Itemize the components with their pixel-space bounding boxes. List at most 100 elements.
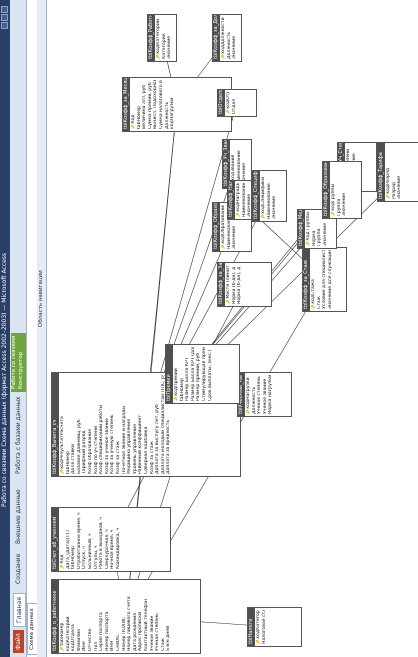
table-box[interactable]: tblНалогикодКатегорииНалоговая ставка, % [247,607,302,647]
table-box[interactable]: tblКоэфф_НаградыкодНаградыНаименованиеЗн… [227,180,252,220]
table-title[interactable]: tblКоэфф_за_Должн [213,15,220,61]
table-title[interactable]: tblКоэфф_за_Стаж [303,248,310,311]
table-field[interactable]: кодДолжности [221,17,227,59]
context-group-label: Работа со связями [11,335,17,389]
field-list: tabНомеркодКатегориикодОтделаФамилияИмяО… [59,580,173,653]
navigation-pane-label: Область навигации [38,270,44,327]
tab-create[interactable]: Создание [15,553,22,584]
table-field[interactable]: Значение [342,192,348,216]
table-title[interactable]: tblКоэфф_Медицины [298,210,305,248]
table-field[interactable]: Значение [167,35,173,59]
table-field[interactable]: Командировка, ч [115,527,121,569]
table-field[interactable]: Ученая степень [257,376,263,414]
table-field[interactable]: Код Группы [306,212,312,246]
table-field[interactable]: Величина З/П, руб [142,84,148,129]
table-box[interactable]: tblОтделыкодОтделаОтдел [217,89,257,117]
table-box[interactable]: tblКоэфф_за_МесяцКодtabНомерВеличина З/П… [122,77,232,132]
close-icon[interactable] [1,6,8,13]
minimize-icon[interactable] [1,22,8,29]
table-title[interactable]: tblКоэфф_о_работнике [52,580,59,653]
table-title[interactable]: tblКоэфф_за_Месяц [123,78,130,131]
table-title[interactable]: tblКоэфф_Образования [213,203,220,251]
table-field[interactable]: Работа в выходной, ч [99,517,105,569]
table-field[interactable]: кодКатегории [256,610,262,644]
table-box[interactable]: tblКоэфф_ТарифакодРазрядРазрядЗначение [377,142,418,202]
ribbon: Файл Главная Создание Внешние данные Раб… [10,0,27,657]
table-field[interactable]: Значение [232,35,238,59]
maximize-icon[interactable] [1,14,8,21]
tab-external-data[interactable]: Внешние данные [15,489,22,544]
tab-file[interactable]: Файл [13,630,24,653]
table-field[interactable]: Стимулирующая премия, руб [201,347,207,401]
table-field[interactable]: Норма нагрузки [268,375,274,414]
table-field[interactable]: Значение [272,195,278,219]
tab-database-tools[interactable]: Работа с базами данных [15,396,22,475]
table-title[interactable]: tblОтделы [218,90,225,116]
relationship-line[interactable] [145,104,178,425]
table-field[interactable]: Значение для служащих (категория 3) [327,250,333,309]
table-title[interactable]: tblКоэфф_Награды [228,181,235,219]
table-box[interactable]: tblПремиикодПремииtabНомерРазмер Балла К… [165,344,240,404]
tab-home[interactable]: Главная [13,593,26,627]
navigation-pane[interactable]: Область навигации [37,0,47,657]
table-title[interactable]: tblКоэфф_Вычета_сч [52,373,59,476]
tab-design[interactable]: Конструктор [18,351,24,389]
table-field[interactable]: кодНагрузки [170,97,176,129]
table-title[interactable]: tblКоэфф_Тарифа [378,143,385,201]
table-box[interactable]: tblКоэфф_о_работникеtabНомеркодКатегории… [51,579,201,654]
table-box[interactable]: tblКоэфф_ОбразованиякодГруппыГруппаЗначе… [322,161,362,219]
table-box[interactable]: tblКоэфф_за_СтажкодСтажаСтажУсловие для … [302,247,347,312]
table-field[interactable]: Налоговая ставка, % [261,610,267,644]
table-field[interactable]: кодКатегории [156,17,162,59]
table-title[interactable]: tblСчет_об_ученном [52,508,59,571]
table-title[interactable]: tblКоэфф_за_Заметки [218,263,225,306]
table-field[interactable]: кодОтдела [226,92,232,114]
table-field[interactable]: Значение [247,193,252,217]
table-box[interactable]: tblСчет_об_ученномКодДата_(Дата)(ТТ)tabН… [51,507,171,572]
table-box[interactable]: tblКоэфф_за_ЗаметкиМестн (лимит) Норма (б… [217,262,272,307]
table-field[interactable]: кодНагрузки [246,375,252,414]
table-field[interactable]: Отдел [231,98,237,114]
table-title[interactable]: tblПремии [166,345,173,403]
title-bar: Работа со связями Схема данных (формат A… [0,0,10,657]
table-title[interactable]: tblКоэфф_Специфики [253,171,260,221]
table-field[interactable]: Норма (б-дн), д [237,266,243,304]
table-field[interactable]: Срок выплаты, (мес.) [207,349,213,401]
table-box[interactable]: tblКоэфф_за_ДолжнкодДолжностиДолжностьЗн… [212,14,242,62]
table-field[interactable]: кодОбразования [221,205,227,249]
table-title[interactable]: tblКоэфф_Образования [323,162,330,218]
table-field[interactable]: кодСпецифики [261,173,267,219]
table-field[interactable]: Сумма налогового вычета, руб [158,80,164,129]
relationship-canvas[interactable]: tblКоэфф_о_работникеtabНомеркодКатегории… [47,0,418,657]
window-controls [1,4,9,30]
table-field[interactable]: Значение [397,175,403,199]
table-field[interactable]: Условие для специалистов (категория 2) [322,250,328,309]
window-title: Работа со связями Схема данных (формат A… [1,252,8,507]
table-box[interactable]: tblУчебный_нагрузкикодНагрузкиДолжностьУ… [237,372,292,417]
table-field[interactable]: Местн (лимит) [226,265,232,304]
table-title[interactable]: tblНалоги [248,608,255,646]
table-field[interactable]: кодНаграды [236,183,242,217]
table-box[interactable]: tblКоэфф_СпецификикодСпецификиНаименован… [252,170,287,222]
table-field[interactable]: S в/н дней [166,625,172,651]
table-title[interactable]: tblКоэфф_Работников [148,15,155,61]
table-box[interactable]: tblКоэфф_РаботниковкодКатегорииКатегория… [147,14,177,62]
relationship-line[interactable] [145,102,238,425]
